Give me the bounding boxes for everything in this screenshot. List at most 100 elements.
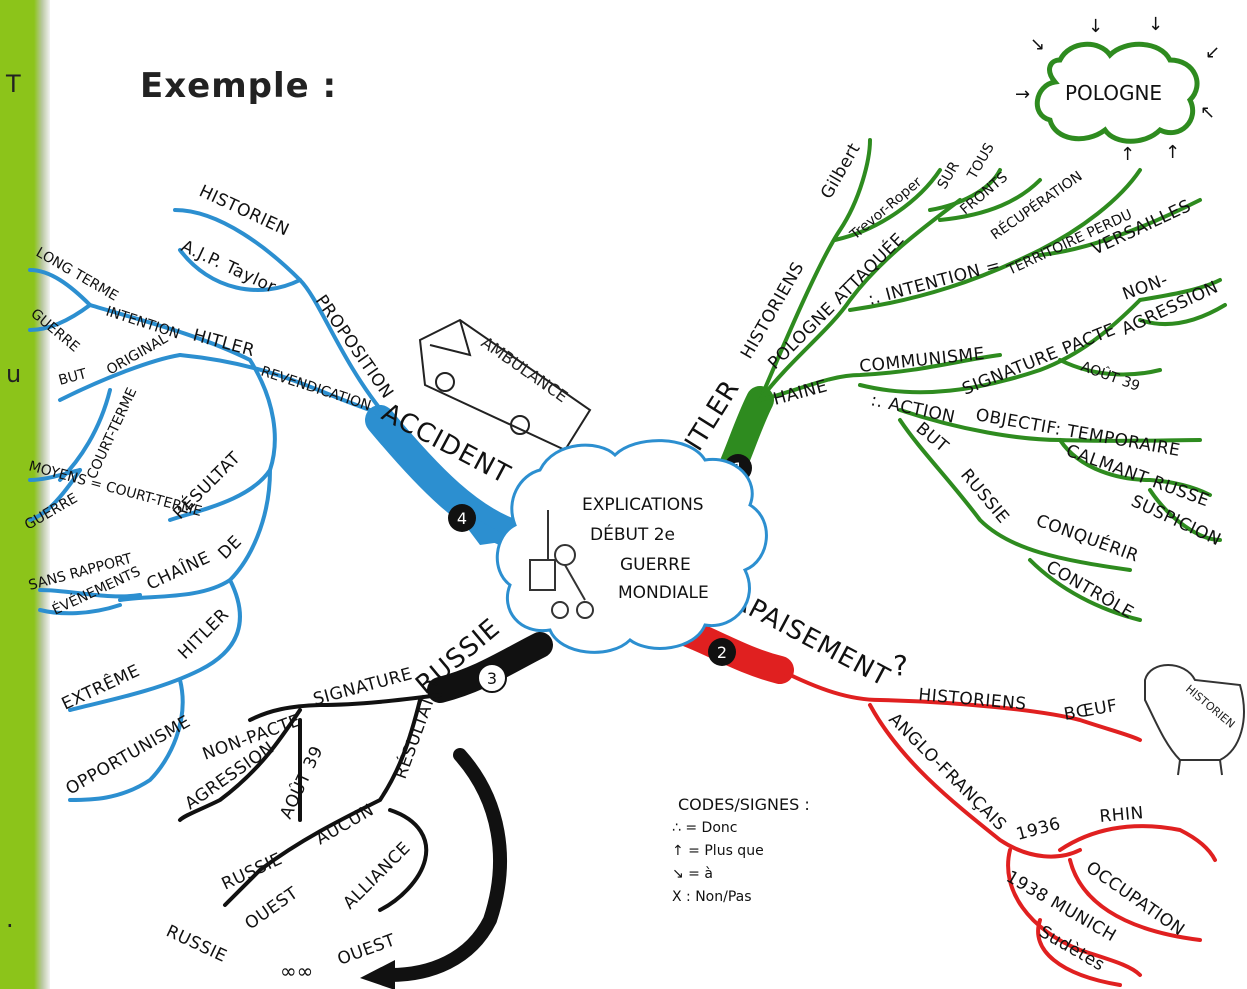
arrow-icon: ↖ — [1200, 102, 1215, 123]
cow-label: HISTORIEN — [1183, 682, 1237, 730]
arrow-icon: ↓ — [1088, 16, 1103, 37]
branch-line-long-terme — [28, 268, 92, 307]
sidebar-fragment: T — [6, 70, 21, 98]
branch-line-pologne — [758, 198, 962, 402]
branch-line-taylor — [178, 248, 302, 292]
branch-line-intention — [848, 168, 1142, 312]
node-action: :. ACTION — [869, 390, 957, 427]
branch-line-intention — [88, 303, 252, 362]
branch-line-sudetes — [1036, 918, 1122, 987]
branch-line-historiens — [778, 668, 1142, 742]
codes-legend: CODES/SIGNES : ∴ = Donc ↑ = Plus que ↘ =… — [672, 795, 810, 905]
node-boeuf: BŒUF — [1062, 696, 1119, 725]
branch-trunk — [365, 405, 530, 550]
branch-line-signature — [248, 693, 442, 722]
cow-body — [1144, 664, 1245, 761]
codes-item: ↑ = Plus que — [672, 843, 764, 859]
branch-line-guerre — [28, 303, 92, 332]
branch-line-moyens — [28, 468, 82, 482]
node-guerre2: GUERRE — [22, 490, 80, 533]
sidebar-fragment: u — [6, 360, 22, 388]
node-historien: HISTORIEN — [196, 181, 292, 240]
branch-line-versailles — [1038, 198, 1202, 257]
branch-title: APAISEMENT — [727, 585, 895, 693]
arrow-icon: ↙ — [1205, 42, 1220, 63]
node-1936: 1936 — [1014, 814, 1063, 845]
node-but: BUT — [57, 366, 89, 389]
branch-line-but — [58, 353, 182, 402]
node-communisme: COMMUNISME — [858, 344, 985, 377]
sidebar-shadow — [34, 0, 50, 989]
branch-line-calmant — [1058, 438, 1212, 497]
branch-line-agression — [1138, 303, 1227, 327]
branch-number-badge — [708, 638, 736, 666]
page-title: Exemple : — [140, 66, 338, 106]
question-mark-icon: ? — [893, 649, 908, 682]
cow-leg — [1219, 759, 1223, 776]
cloud-label: POLOGNE — [1065, 81, 1162, 105]
ambulance-wheel — [510, 415, 530, 435]
ambulance-wheel — [435, 372, 455, 392]
node-aout39: AOÛT 39 — [1079, 357, 1143, 395]
ambulance-window — [429, 319, 472, 357]
codes-title: CODES/SIGNES : — [678, 795, 810, 814]
node-historiens: HISTORIENS — [918, 685, 1028, 714]
branch-line-alliance — [378, 808, 429, 912]
arrow-icon: ↘ — [1030, 34, 1045, 55]
central-node: EXPLICATIONS DÉBUT 2e GUERRE MONDIALE — [495, 439, 768, 654]
node-resultat: RÉSULTAT — [389, 693, 439, 782]
node-conquerir: CONQUÉRIR — [1033, 509, 1142, 566]
node-intention: INTENTION — [104, 304, 182, 343]
pologne-cloud: POLOGNE ↓ ↓ ↘ ↙ → ↖ ↑ ↑ — [1015, 14, 1220, 165]
branch-number: 3 — [487, 669, 497, 688]
sidebar-fragment: . — [6, 905, 14, 933]
branch-line-occupation — [1068, 858, 1202, 942]
branch-line-controle — [1028, 558, 1142, 622]
arrow-icon: → — [1015, 84, 1030, 105]
branch-line-historiens — [758, 138, 872, 402]
codes-item: X : Non/Pas — [672, 889, 752, 905]
ambulance-label: AMBULANCE — [478, 333, 572, 406]
codes-item: ↘ = à — [672, 866, 713, 882]
node-russie: RUSSIE — [219, 849, 286, 894]
branch-line-non — [1138, 278, 1222, 302]
cow-leg — [1177, 759, 1181, 776]
central-line: DÉBUT 2e — [590, 523, 675, 545]
arrow-icon: ↑ — [1165, 142, 1180, 163]
branch-line-action — [858, 298, 1142, 395]
branch-apaisement: 2 APAISEMENT ? HISTORIENS BŒUF ANGLO-FRA… — [666, 585, 1217, 987]
branch-line-fronts — [938, 178, 1042, 222]
central-line: GUERRE — [620, 555, 691, 575]
branch-line-munich — [1006, 848, 1142, 977]
chain-link-icon: ∞∞ — [280, 959, 313, 983]
curved-arrow — [383, 748, 507, 982]
branch-line-resultat — [223, 698, 422, 907]
node-ouest: OUEST — [241, 883, 302, 934]
cow-drawing: HISTORIEN — [1144, 664, 1245, 776]
branch-line-evenements — [38, 603, 122, 616]
branch-line-but-russie — [898, 418, 1132, 572]
node-alliance: ALLIANCE — [339, 838, 414, 913]
node-bottom-russie: RUSSIE — [163, 921, 230, 966]
central-cloud — [495, 439, 768, 654]
node-russie: RUSSIE — [956, 465, 1013, 527]
node-chaine: CHAÎNE — [143, 546, 214, 595]
branch-line-anglo — [868, 703, 1082, 859]
branch-line-aout39 — [1058, 358, 1162, 377]
node-haine: HAINE — [771, 376, 830, 410]
node-resultat: RÉSULTAT — [168, 447, 245, 524]
branch-number: 2 — [717, 643, 727, 662]
branch-line-guerre2 — [28, 468, 82, 522]
branch-line-sur — [928, 168, 1002, 212]
branch-russie: 3 RUSSIE SIGNATURE NON-PACTE AGRESSION A… — [163, 613, 553, 989]
arrow-icon: ↓ — [1148, 14, 1163, 35]
branch-line-revendication — [178, 353, 387, 417]
branch-number-badge — [448, 504, 476, 532]
branch-line-trevor — [833, 168, 942, 242]
branch-line-opportunisme — [68, 678, 185, 802]
node-sur: SUR — [935, 159, 963, 192]
branch-accident: 4 ACCIDENT HISTORIEN A.J.P. Taylor PROPO… — [22, 181, 530, 802]
branch-line-sans-rapport — [38, 588, 142, 599]
branch-line-rhin — [1058, 824, 1217, 862]
central-line: EXPLICATIONS — [582, 495, 704, 515]
